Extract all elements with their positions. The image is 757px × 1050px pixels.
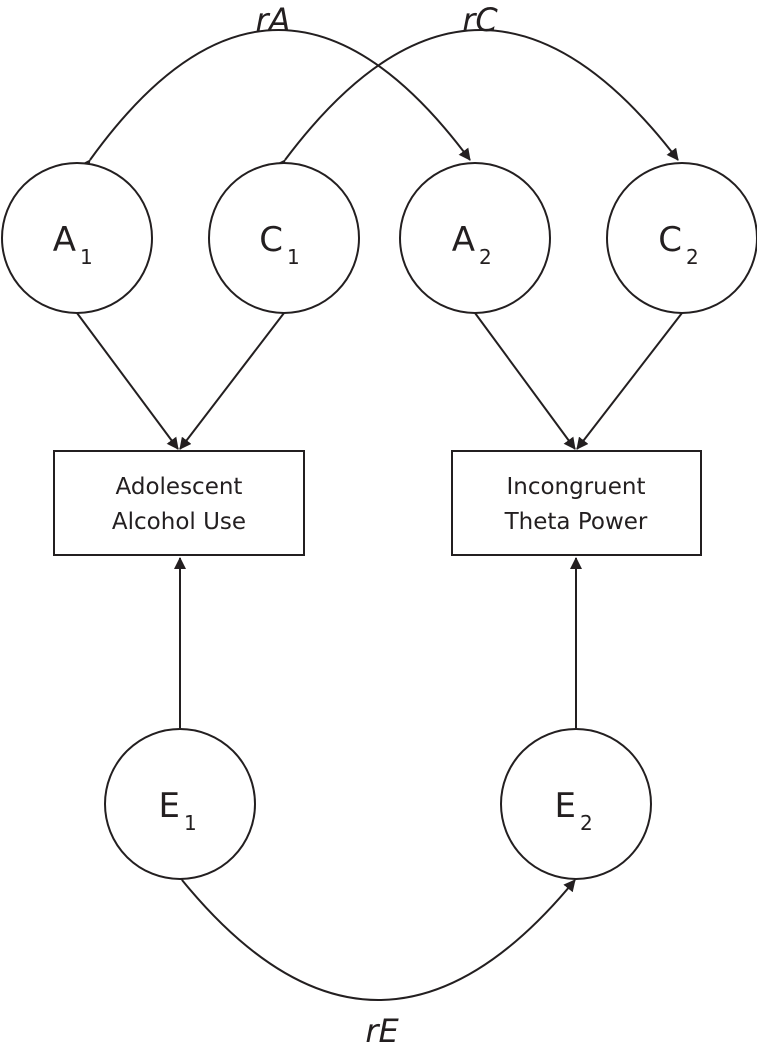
c2-to-theta-path xyxy=(576,312,683,450)
c1-node: C 1 xyxy=(208,162,360,314)
a2-to-theta-path xyxy=(474,312,576,450)
e2-subscript: 2 xyxy=(580,811,593,835)
a2-subscript: 2 xyxy=(479,245,492,269)
c2-letter: C xyxy=(658,220,682,260)
alcohol-use-line2: Alcohol Use xyxy=(112,509,246,535)
rc-correlation-arc xyxy=(273,29,679,173)
alcohol-use-rect xyxy=(53,450,305,556)
e1-subscript: 1 xyxy=(184,811,197,835)
theta-power-box: Incongruent Theta Power xyxy=(451,450,702,556)
c2-circle xyxy=(606,162,757,314)
alcohol-use-line1: Adolescent xyxy=(116,474,243,500)
ra-label: rA xyxy=(255,1,290,39)
a1-letter: A xyxy=(53,220,76,260)
re-label: rE xyxy=(365,1012,399,1050)
alcohol-use-box: Adolescent Alcohol Use xyxy=(53,450,305,556)
e1-node: E 1 xyxy=(104,728,256,880)
re-correlation-arc xyxy=(170,867,576,1001)
theta-power-rect xyxy=(451,450,702,556)
c1-to-alcohol-path xyxy=(179,312,285,450)
c1-circle xyxy=(208,162,360,314)
a1-circle xyxy=(1,162,153,314)
a2-node: A 2 xyxy=(399,162,551,314)
rc-label: rC xyxy=(462,1,498,39)
e1-letter: E xyxy=(159,786,180,826)
a1-to-alcohol-path xyxy=(76,312,179,450)
a2-letter: A xyxy=(452,220,475,260)
c2-subscript: 2 xyxy=(686,245,699,269)
c1-letter: C xyxy=(259,220,283,260)
a1-node: A 1 xyxy=(1,162,153,314)
c1-subscript: 1 xyxy=(287,245,300,269)
e2-circle xyxy=(500,728,652,880)
a1-subscript: 1 xyxy=(80,245,93,269)
ra-correlation-arc xyxy=(78,29,471,173)
a2-circle xyxy=(399,162,551,314)
e2-node: E 2 xyxy=(500,728,652,880)
c2-node: C 2 xyxy=(606,162,757,314)
e1-circle xyxy=(104,728,256,880)
theta-power-line1: Incongruent xyxy=(506,474,645,500)
theta-power-line2: Theta Power xyxy=(504,509,648,535)
e2-letter: E xyxy=(555,786,576,826)
